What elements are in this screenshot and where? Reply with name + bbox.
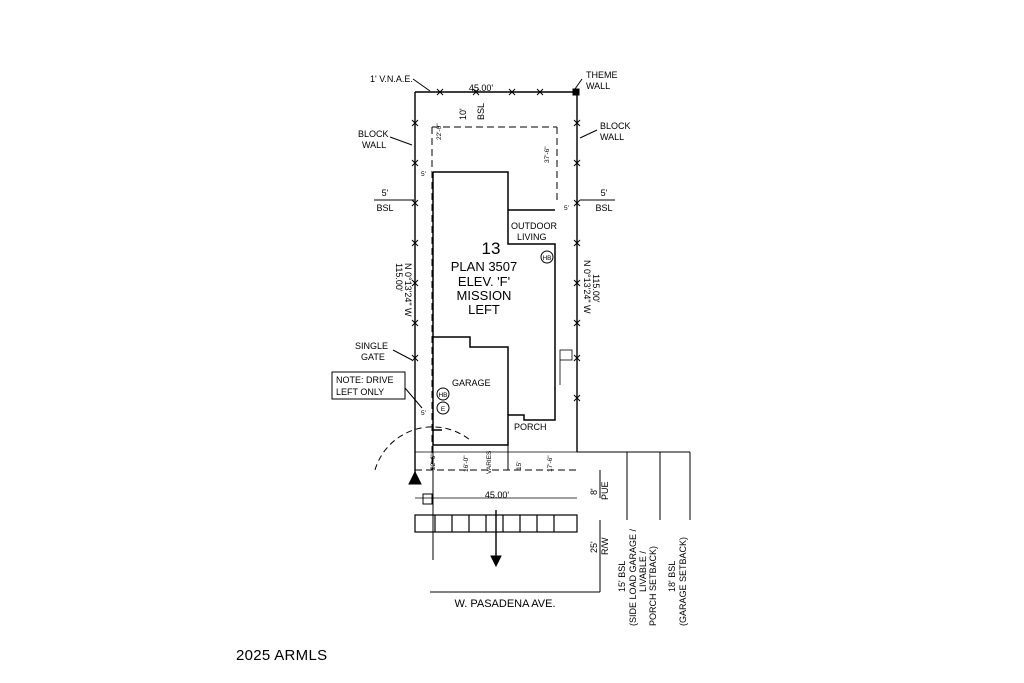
theme-wall-label: WALL [586,81,610,91]
small-dimension: VARIES [486,450,493,474]
pue-depth: 8' [589,488,599,495]
side-load-bsl-label: 15' BSL [617,561,627,592]
block-wall-right-label: WALL [600,132,624,142]
side-load-desc: (SIDE LOAD GARAGE / [628,528,638,626]
block-wall-left-label: BLOCK [358,129,389,139]
small-dimension: 15' [516,462,523,470]
small-dimension: 5' [421,410,426,417]
small-dimension: 17'-6" [547,455,554,472]
small-dimension: 16'-0" [463,455,470,472]
rear-setback-value: 10' [458,108,468,120]
plan-name: PLAN 3507 [451,259,518,274]
garage-setback-desc: (GARAGE SETBACK) [678,537,688,626]
small-dimension: 37'-6" [544,146,551,163]
right-bearing: N 0°13'24" W [582,260,592,314]
elevation-label: ELEV. 'F' [458,274,510,289]
small-dimension: 5' [421,171,426,178]
small-dimension: 22'-6" [430,453,437,470]
left-length-dimension: 115.00' [394,263,404,292]
hose-bib-symbol-left: HB [436,387,450,401]
bottom-width-dimension: 45.00' [485,490,510,500]
property-boundary [411,88,581,480]
block-wall-right-label: BLOCK [600,121,631,131]
hose-bib-symbol-right: HB [540,250,554,264]
porch-label: PORCH [514,422,547,432]
note-text: LEFT ONLY [336,387,384,397]
side-load-desc: LIVABLE / [638,551,648,592]
single-gate-label: SINGLE [355,341,388,351]
note-box [331,371,406,400]
rw-label: R/W [600,537,610,555]
right-length-dimension: 115.00' [591,274,601,303]
copyright-text: 2025 ARMLS [236,647,327,664]
electric-meter-symbol: E [436,401,450,415]
note-text: NOTE: DRIVE [336,375,394,385]
rear-setback-label: BSL [476,103,486,120]
lot-number: 13 [482,239,501,258]
sidewalk [414,514,578,533]
theme-wall-label: THEME [586,70,618,80]
small-dimension: 22'-0" [436,123,443,140]
small-dimension: 5' [564,205,569,212]
left-setback-label: BSL [376,203,393,213]
outdoor-living-label: LIVING [517,232,547,242]
svg-text:E: E [441,406,446,413]
pue-label: PUE [600,481,610,500]
left-setback-value: 5' [382,188,389,198]
callout-leaders [374,78,615,409]
driveway [374,426,577,568]
left-bearing: N 0°13'24" W [403,263,413,317]
side-load-desc: PORCH SETBACK) [648,546,658,626]
garage-label: GARAGE [452,378,491,388]
outdoor-living-label: OUTDOOR [511,221,557,231]
orientation-label: LEFT [468,302,500,317]
top-width-dimension: 45.00' [469,83,494,93]
rw-depth: 25' [589,541,599,553]
house-footprint [432,171,573,446]
style-label: MISSION [457,288,512,303]
block-wall-left-label: WALL [362,140,386,150]
street-name: W. PASADENA AVE. [454,598,555,610]
vnae-label: 1' V.N.A.E. [370,74,413,84]
svg-text:HB: HB [542,255,551,262]
right-setback-value: 5' [601,188,608,198]
garage-bsl-label: 18' BSL [667,561,677,592]
right-setback-label: BSL [595,203,612,213]
single-gate-label: GATE [361,352,385,362]
building-setback-lines [415,126,577,471]
svg-text:HB: HB [438,392,447,399]
front-setback-dimensions [430,451,691,593]
